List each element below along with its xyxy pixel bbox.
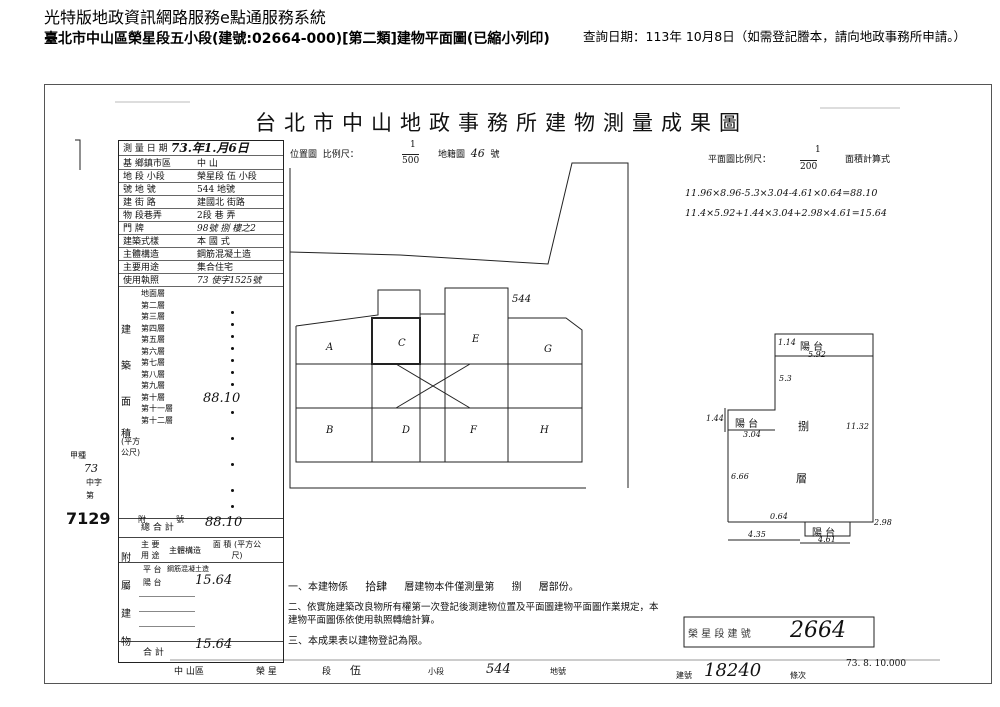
footer-subsection: 伍 xyxy=(350,664,361,677)
dim-11: 2.98 xyxy=(874,518,892,527)
location-scale-num: 1 xyxy=(410,140,416,150)
left-stamp-suffix-2: 號 xyxy=(176,515,184,524)
balcony-label-left: 陽 台 xyxy=(735,419,759,430)
stamp-number: 7129 xyxy=(66,509,111,528)
floor-suffix-label: 層 xyxy=(796,472,807,485)
unit-label-b: B xyxy=(326,425,334,436)
unit-label-g: G xyxy=(544,344,552,355)
attached-side-3: 建 xyxy=(121,609,131,620)
location-map-label: 位置圖 比例尺： xyxy=(290,150,359,160)
unit-label-f: F xyxy=(470,425,477,436)
system-title: 光特版地政資訊網路服務e點通服務系統 xyxy=(44,8,326,27)
attached-row-2-use: 陽 台 xyxy=(143,578,162,587)
floor-scale-label: 平面圖比例尺： xyxy=(708,155,772,165)
dim-7: 6.66 xyxy=(731,472,749,481)
survey-date-row: 測 量 日 期 73.年1.月6日 xyxy=(119,141,283,156)
unit-label-d: D xyxy=(402,425,411,436)
plan-title: 台北市中山地政事務所建物測量成果圖 xyxy=(255,111,748,135)
floor-scale-num: 1 xyxy=(815,145,821,155)
side-label-3: 面 xyxy=(121,397,131,408)
footer-subsection-suffix: 小段 xyxy=(428,667,444,676)
dim-2: 5.92 xyxy=(808,350,826,359)
footer-lot: 544 xyxy=(486,662,511,677)
dim-8: 0.64 xyxy=(770,512,788,521)
location-scale-den: 500 xyxy=(402,154,420,166)
unit-label-c: C xyxy=(398,338,406,349)
floor-list: 地面層第二層第三層 第四層第五層第六層 第七層第八層第九層 第十層第十一層第十二… xyxy=(141,289,173,425)
total-value: 88.10 xyxy=(205,515,243,530)
floor-area-value: 88.10 xyxy=(203,391,241,406)
area-formula-2: 11.4×5.92+1.44×3.04+2.98×4.61=15.64 xyxy=(685,208,887,219)
side-label-2: 築 xyxy=(121,361,131,372)
unit-label-e: E xyxy=(472,334,480,345)
building-no-stamp-label: 榮 星 段 建 號 xyxy=(688,629,751,640)
footer-lot-suffix: 地號 xyxy=(550,667,566,676)
attached-row-1-use: 平 台 xyxy=(143,565,162,574)
attached-total-label: 合 計 xyxy=(143,648,164,658)
footer-building-label: 建號 xyxy=(676,671,692,680)
unit-label-h: H xyxy=(540,425,549,436)
area-formula-1: 11.96×8.96-5.3×3.04-4.61×0.64=88.10 xyxy=(685,188,878,199)
cadastral-map-label: 地籍圖 46 號 xyxy=(438,147,500,160)
dim-5: 3.04 xyxy=(743,430,761,439)
footer-building-no: 18240 xyxy=(704,660,762,681)
side-label-4: 積 xyxy=(121,429,131,440)
document-frame xyxy=(44,84,992,684)
floor-number-label: 捌 xyxy=(798,420,809,433)
building-no-stamp-value: 2664 xyxy=(790,618,846,643)
area-unit-label: (平方公尺) xyxy=(121,437,141,457)
query-date: 查詢日期：113年 10月8日（如需登記謄本，請向地政事務所申請。） xyxy=(583,29,966,44)
attached-total-value: 15.64 xyxy=(195,637,233,652)
building-info-form: 測 量 日 期 73.年1.月6日 基 鄉鎮市區中 山 地 段 小段榮星段 伍 … xyxy=(118,140,284,663)
attached-row-1-structure: 鋼筋混凝土造 xyxy=(167,565,209,573)
form-row-style: 建築式樣本 國 式 xyxy=(119,234,283,248)
area-calc-label: 面積計算式 xyxy=(845,155,891,165)
dim-4: 1.44 xyxy=(706,414,724,423)
footer-district: 中 山區 xyxy=(174,667,204,677)
lot-number-label: 544 xyxy=(512,294,532,305)
note-2: 二、依實施建築改良物所有權第一次登記後測建物位置及平面圖建物平面圖作業規定，本建… xyxy=(288,602,659,626)
floor-scale-den: 200 xyxy=(800,160,818,172)
form-row-use: 主要用途集合住宅 xyxy=(119,260,283,274)
left-stamp-suffix-1: 附 xyxy=(138,515,146,524)
balcony-label-bottom: 陽 台 xyxy=(812,528,836,539)
side-label-1: 建 xyxy=(121,325,131,336)
left-stamp-2: 73 xyxy=(84,462,98,475)
unit-label-a: A xyxy=(326,342,334,353)
attached-header-structure: 主體構造 xyxy=(169,546,201,555)
dim-6: 11.32 xyxy=(846,422,869,431)
footer-section: 榮 星 xyxy=(256,667,277,677)
form-row-section: 地 段 小段榮星段 伍 小段 xyxy=(119,169,283,183)
footer-building-suffix: 條次 xyxy=(790,671,806,680)
left-stamp-1: 甲種 xyxy=(70,451,86,460)
balcony-label-top: 陽 台 xyxy=(800,342,824,353)
dim-1: 1.14 xyxy=(778,338,796,347)
note-1: 一、本建物係 拾肆 層建物本件僅測量第 捌 層部份。 xyxy=(288,580,579,593)
total-label: 總 合 計 xyxy=(141,523,174,533)
attached-side-2: 屬 xyxy=(121,581,131,592)
attached-side-4: 物 xyxy=(121,637,131,648)
dim-9: 4.35 xyxy=(748,530,766,539)
footer-date-code: 73. 8. 10.000 xyxy=(846,659,907,669)
attached-area-value: 15.64 xyxy=(195,573,233,588)
attached-header-use: 主 要 用 途 xyxy=(141,540,160,560)
document-subtitle: 臺北市中山區榮星段五小段(建號:02664-000)[第二類]建物平面圖(已縮小… xyxy=(44,31,550,47)
left-stamp-4: 第 xyxy=(86,491,94,500)
form-row-street: 建 街 路建國北 街路 xyxy=(119,195,283,209)
footer-section-suffix: 段 xyxy=(322,667,332,677)
left-stamp-3: 中字 xyxy=(86,478,102,487)
note-3: 三、本成果表以建物登記為限。 xyxy=(288,636,428,647)
attached-side-1: 附 xyxy=(121,553,131,564)
form-row-district: 基 鄉鎮市區中 山 xyxy=(119,156,283,170)
dim-10: 4.61 xyxy=(818,535,836,544)
dim-3: 5.3 xyxy=(779,374,792,383)
attached-header-area: 面 積 (平方公尺) xyxy=(212,540,262,560)
form-row-structure: 主體構造鋼筋混凝土造 xyxy=(119,247,283,261)
